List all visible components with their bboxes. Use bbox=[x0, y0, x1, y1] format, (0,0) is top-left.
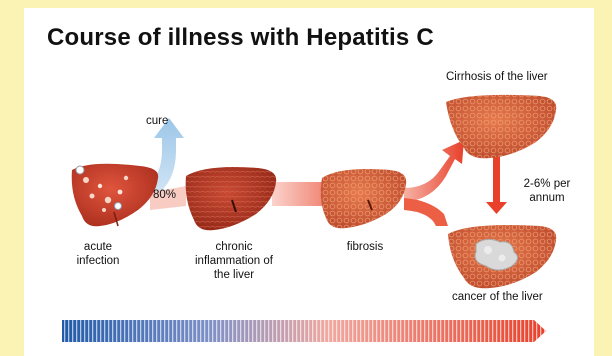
liver-cancer-icon bbox=[448, 225, 556, 288]
stage-cancer-label: cancer of the liver bbox=[452, 290, 562, 304]
liver-chronic-icon bbox=[186, 167, 277, 230]
flow-arrow-chronic-fibrosis bbox=[272, 182, 322, 206]
chronic-rate-label: 80% bbox=[153, 189, 176, 201]
liver-acute-icon bbox=[72, 164, 158, 227]
liver-fibrosis-icon bbox=[321, 169, 407, 228]
cancer-rate-label: 2-6% per annum bbox=[512, 177, 582, 205]
timeline-arrow bbox=[62, 320, 546, 342]
stage-cirrhosis-label: Cirrhosis of the liver bbox=[446, 70, 558, 84]
stage-acute-label: acute infection bbox=[68, 240, 128, 268]
flow-arrow-fibrosis-cirrhosis bbox=[404, 140, 464, 226]
cure-label: cure bbox=[146, 114, 168, 128]
stage-chronic-label: chronic inflammation of the liver bbox=[186, 240, 282, 282]
stage-fibrosis-label: fibrosis bbox=[332, 240, 398, 254]
